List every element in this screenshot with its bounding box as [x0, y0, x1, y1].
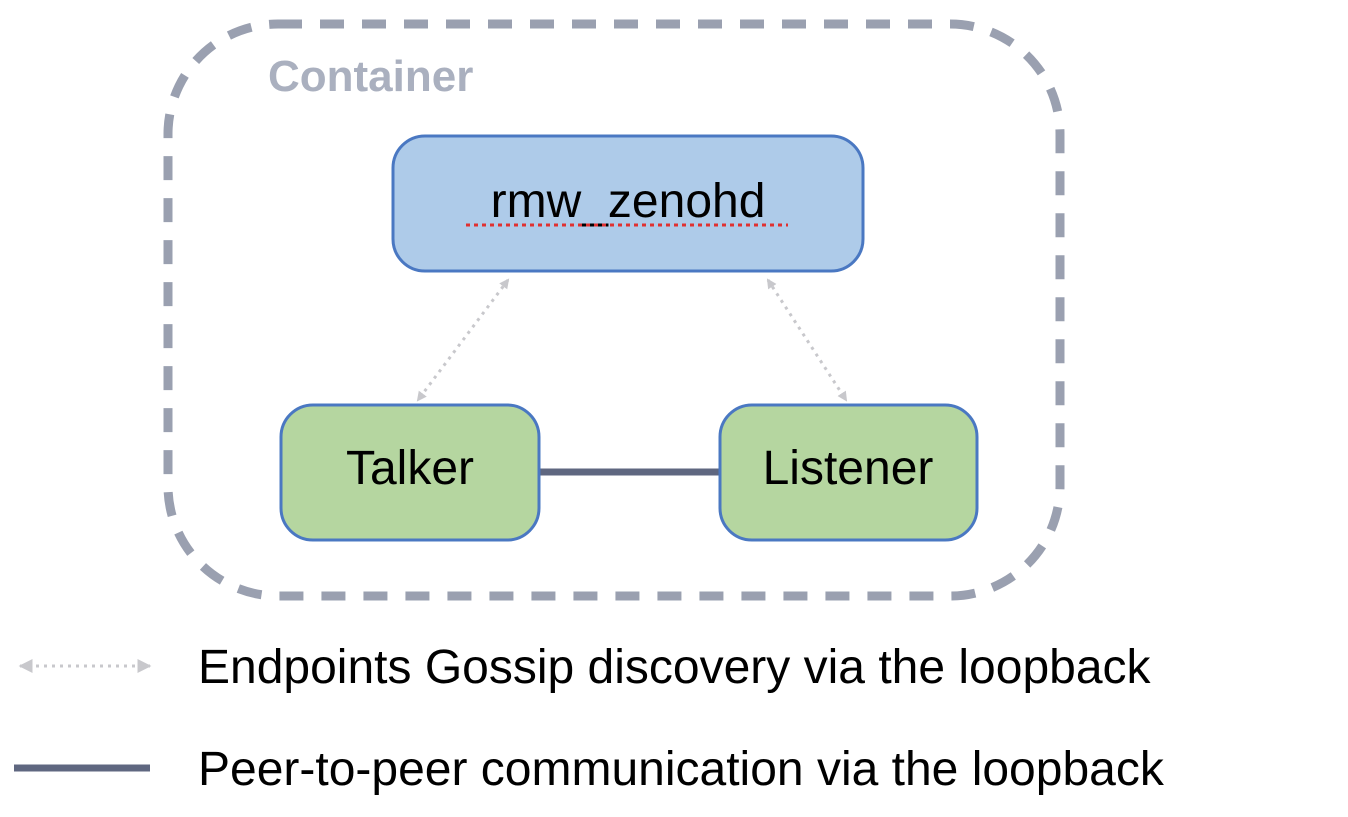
legend-item-gossip: Endpoints Gossip discovery via the loopb…: [18, 641, 1152, 694]
legend-item-p2p: Peer-to-peer communication via the loopb…: [14, 743, 1165, 796]
talker-node-label: Talker: [346, 442, 474, 495]
gossip-legend-label: Endpoints Gossip discovery via the loopb…: [198, 641, 1152, 694]
listener-node[interactable]: Listener: [718, 403, 979, 542]
gossip-arrow-router-talker: [416, 278, 510, 402]
listener-node-label: Listener: [763, 442, 934, 495]
router-node-label: rmw_zenohd: [491, 175, 766, 228]
container-title: Container: [268, 52, 473, 101]
router-node-box: [391, 134, 865, 273]
router-node[interactable]: rmw_zenohd: [391, 134, 865, 273]
listener-node-box: [718, 403, 979, 542]
talker-node[interactable]: Talker: [279, 403, 541, 542]
legend: Endpoints Gossip discovery via the loopb…: [14, 641, 1165, 796]
gossip-arrow-router-listener: [766, 278, 848, 402]
container-boundary: [163, 19, 1065, 601]
talker-node-box: [279, 403, 541, 542]
p2p-legend-label: Peer-to-peer communication via the loopb…: [198, 743, 1165, 796]
